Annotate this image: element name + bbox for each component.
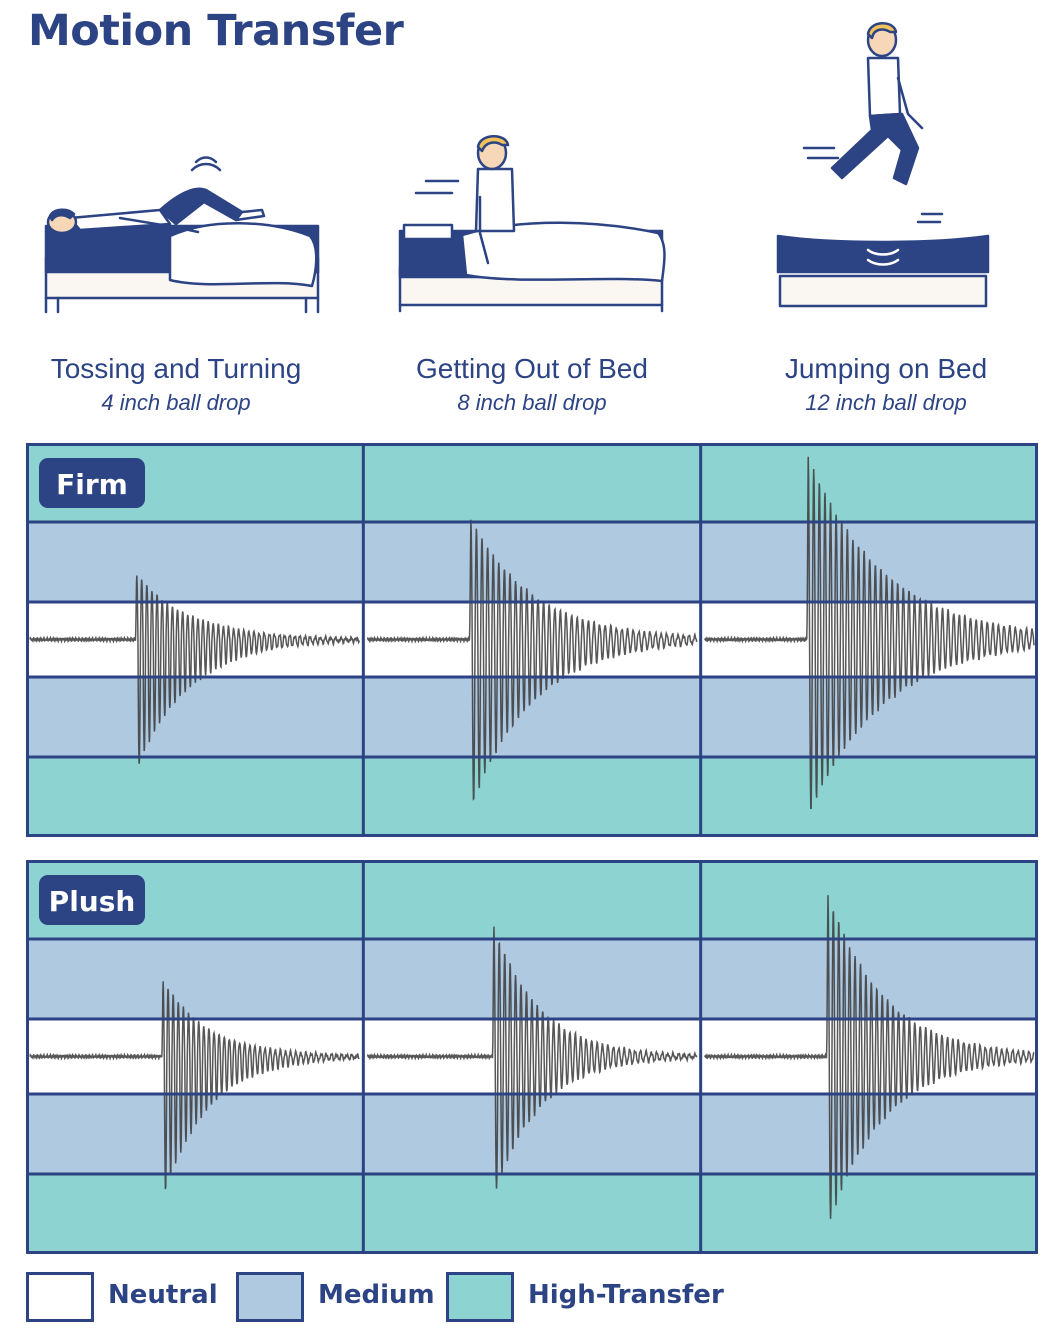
chart-panel-plush: Plush [26, 860, 1038, 1254]
legend: Neutral Medium High-Transfer [26, 1270, 1038, 1326]
legend-swatch [236, 1272, 304, 1322]
waveform-trace [703, 456, 1035, 810]
zone-band-medium [26, 677, 1038, 757]
badge-background [39, 458, 145, 508]
legend-label: Medium [318, 1280, 435, 1310]
firm-waveform-chart: Firm [26, 443, 1038, 837]
scenario-illustration-jumping [712, 18, 1052, 310]
person-jumping-on-bed-icon [776, 22, 990, 308]
legend-swatch [446, 1272, 514, 1322]
legend-label: High-Transfer [528, 1280, 724, 1310]
zone-band-high-transfer [26, 860, 1038, 939]
panel-title-badge: Firm [39, 458, 145, 508]
person-getting-out-of-bed-icon [398, 135, 666, 313]
person-tossing-on-bed-icon [44, 156, 320, 314]
waveform-trace [29, 575, 361, 764]
waveform-trace [29, 981, 360, 1190]
scenario-name: Tossing and Turning [50, 353, 302, 384]
scenario-name: Jumping on Bed [784, 353, 988, 384]
scenario-subtitle: 12 inch ball drop [805, 390, 967, 415]
scenario-subtitle: 4 inch ball drop [101, 390, 251, 415]
zone-band-high-transfer [26, 443, 1038, 522]
waveform-trace [366, 519, 698, 801]
legend-swatch [26, 1272, 94, 1322]
scenario-illustration-getting-out [362, 125, 702, 315]
scenario-subtitle: 8 inch ball drop [457, 390, 607, 415]
panel-border [26, 443, 1038, 837]
zone-band-high-transfer [26, 757, 1038, 837]
waveform-trace [366, 926, 698, 1189]
panel-title: Plush [49, 885, 136, 918]
panel-title: Firm [56, 468, 128, 501]
page-title: Motion Transfer [28, 6, 404, 56]
scenario-illustration-tossing [10, 140, 350, 320]
chart-panel-firm: Firm [26, 443, 1038, 837]
badge-background [39, 875, 145, 925]
plush-waveform-chart: Plush [26, 860, 1038, 1254]
legend-label: Neutral [108, 1280, 218, 1310]
waveform-trace [703, 895, 1035, 1219]
panel-border [26, 860, 1038, 1254]
panel-title-badge: Plush [39, 875, 145, 925]
zone-band-high-transfer [26, 1174, 1038, 1254]
scenario-name: Getting Out of Bed [416, 353, 648, 384]
